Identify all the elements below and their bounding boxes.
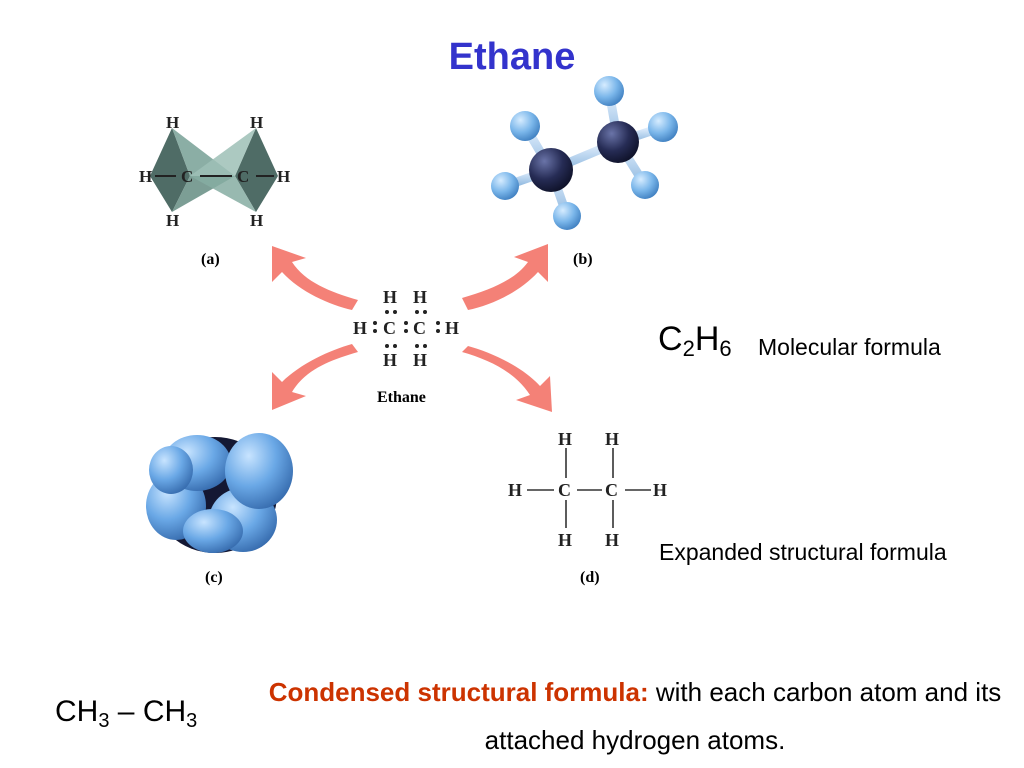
condensed-description-text: with each carbon atom and its attached h… xyxy=(484,677,1002,755)
formula-ch: CH xyxy=(142,695,187,728)
condensed-heading: Condensed structural formula: xyxy=(268,677,649,707)
formula-c: C xyxy=(658,320,683,358)
condensed-formula: CH3 – CH3 xyxy=(55,695,197,733)
atom-label: H xyxy=(413,350,427,370)
arrow-to-b xyxy=(462,244,548,310)
model-b-ball-and-stick xyxy=(491,76,678,230)
center-label: Ethane xyxy=(377,389,426,406)
molecular-formula-label: Molecular formula xyxy=(758,334,941,360)
atom-label: C xyxy=(413,318,426,338)
formula-h-subscript: 6 xyxy=(719,336,732,361)
model-a-tetrahedral xyxy=(150,128,278,212)
molecular-formula: C2H6 xyxy=(658,320,732,362)
atom-label: H xyxy=(508,480,522,500)
atom-label: H xyxy=(250,113,263,132)
arrow-to-a xyxy=(272,246,358,310)
atom-label: C xyxy=(558,480,571,500)
expanded-formula-label: Expanded structural formula xyxy=(659,539,947,565)
atom-label: H xyxy=(653,480,667,500)
formula-subscript: 3 xyxy=(186,710,198,732)
arrows xyxy=(272,244,552,412)
atom-label: H xyxy=(139,167,152,186)
structural-atoms: H H H C C H H H xyxy=(508,429,667,550)
atom-label: H xyxy=(166,113,179,132)
atom-label: C xyxy=(383,318,396,338)
atom-label: H xyxy=(277,167,290,186)
panel-label-b: (b) xyxy=(573,251,593,268)
atom-label: C xyxy=(237,167,249,186)
page-title: Ethane xyxy=(448,36,576,78)
formula-h: H xyxy=(694,320,720,358)
atom-label: H xyxy=(166,211,179,230)
formula-ch: CH xyxy=(55,695,99,728)
panel-label-a: (a) xyxy=(201,251,220,268)
condensed-description: Condensed structural formula: with each … xyxy=(250,668,1020,764)
atom-label: H xyxy=(413,287,427,307)
atom-label: H xyxy=(383,350,397,370)
formula-subscript: 3 xyxy=(98,710,110,732)
arrow-to-c xyxy=(272,344,358,410)
electron-dots xyxy=(373,310,440,348)
atom-label: H xyxy=(353,318,367,338)
atom-label: H xyxy=(605,429,619,449)
structural-bonds xyxy=(527,448,651,528)
formula-dash: – xyxy=(109,695,143,728)
atom-label: H xyxy=(605,530,619,550)
atom-label: C xyxy=(181,167,193,186)
atom-label: H xyxy=(558,530,572,550)
atom-label: H xyxy=(383,287,397,307)
model-c-space-filling xyxy=(146,433,293,553)
arrow-to-d xyxy=(462,346,552,412)
atom-label: H xyxy=(250,211,263,230)
atom-label: H xyxy=(558,429,572,449)
atom-label: H xyxy=(445,318,459,338)
panel-label-c: (c) xyxy=(205,569,223,586)
formula-c-subscript: 2 xyxy=(682,336,695,361)
panel-label-d: (d) xyxy=(580,569,600,586)
lewis-structure: H H H C C H H H xyxy=(353,287,459,370)
atom-label: C xyxy=(605,480,618,500)
